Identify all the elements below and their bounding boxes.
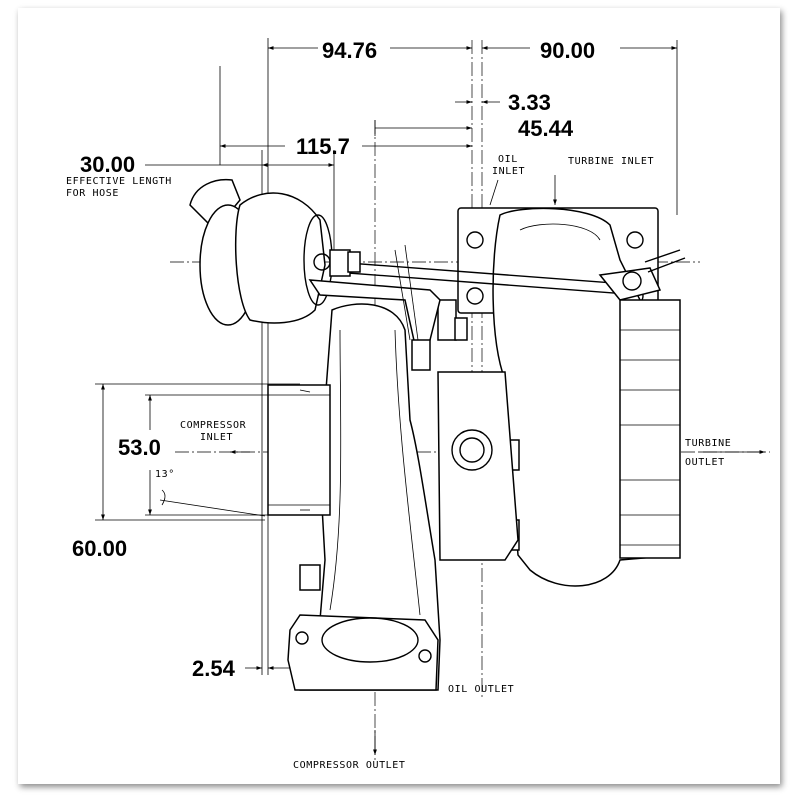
dimension-lines xyxy=(95,38,765,755)
dim-115-7: 115.7 xyxy=(296,134,350,159)
dimension-texts: 94.76 90.00 3.33 45.44 115.7 30.00 53.0 … xyxy=(72,38,595,681)
label-turbine: TURBINE xyxy=(685,438,731,449)
dim-45-44: 45.44 xyxy=(518,116,574,141)
center-housing xyxy=(437,299,519,561)
wastegate-actuator xyxy=(189,178,686,371)
dim-2-54: 2.54 xyxy=(192,656,236,681)
callout-labels: EFFECTIVE LENGTH FOR HOSE OIL INLET TURB… xyxy=(66,154,731,771)
label-for-hose: FOR HOSE xyxy=(66,188,119,199)
label-compressor-inlet: INLET xyxy=(200,432,233,443)
label-oil-outlet: OIL OUTLET xyxy=(448,684,514,695)
label-turbine-inlet: TURBINE INLET xyxy=(568,156,654,167)
dim-30-00: 30.00 xyxy=(80,152,135,177)
label-turbine-outlet: OUTLET xyxy=(685,457,725,468)
dim-3-33: 3.33 xyxy=(508,90,551,115)
compressor-housing xyxy=(267,303,441,691)
label-oil: OIL xyxy=(498,154,518,165)
dim-angle-13: 13° xyxy=(155,469,175,480)
dim-94-76: 94.76 xyxy=(322,38,377,63)
dim-90-00: 90.00 xyxy=(540,38,595,63)
label-compressor-outlet: COMPRESSOR OUTLET xyxy=(293,760,406,771)
label-compressor: COMPRESSOR xyxy=(180,420,247,431)
label-oil-inlet: INLET xyxy=(492,166,525,177)
dim-53-0: 53.0 xyxy=(118,435,161,460)
turbine-housing xyxy=(457,207,681,587)
dim-60-00: 60.00 xyxy=(72,536,127,561)
label-effective-length: EFFECTIVE LENGTH xyxy=(66,176,172,187)
